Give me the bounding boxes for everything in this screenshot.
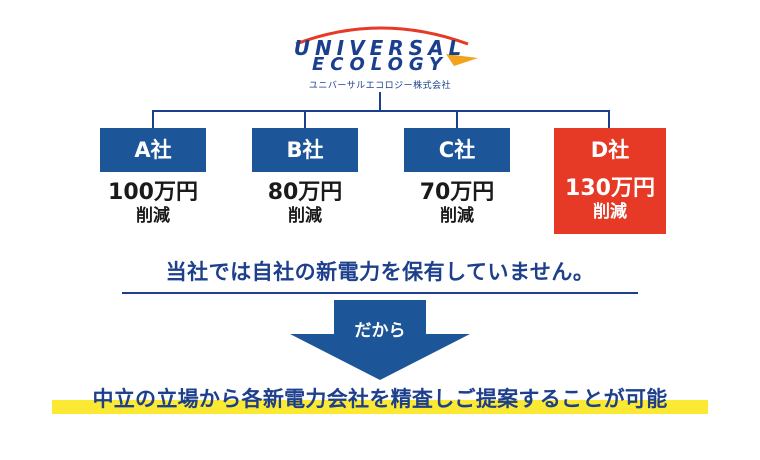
company-b-amount: 80万円 (267, 180, 343, 205)
conclusion-text: 中立の立場から各新電力会社を精査しご提案することが可能 (92, 387, 668, 411)
company-b-name: B社 (252, 128, 358, 172)
company-d-label: 削減 (593, 202, 627, 222)
company-a-amount: 100万円 (108, 180, 198, 205)
company-a-name: A社 (100, 128, 206, 172)
connector-trunk (379, 92, 381, 110)
company-a-label: 削減 (136, 206, 170, 226)
logo-arc-icon (295, 26, 478, 66)
company-a: A社 100万円 削減 (100, 128, 206, 226)
connector-b (304, 110, 306, 128)
company-logo: UNIVERSAL ECOLOGY ユニバーサルエコロジー株式会社 (268, 14, 492, 92)
company-d-name: D社 (554, 128, 666, 172)
logo-word-universal: UNIVERSAL (293, 36, 467, 60)
company-c-label: 削減 (440, 206, 474, 226)
connector-bar (152, 110, 610, 112)
down-arrow-icon (290, 300, 470, 380)
company-c: C社 70万円 削減 (404, 128, 510, 226)
statement-text: 当社では自社の新電力を保有していません。 (122, 256, 638, 294)
company-d: D社 130万円 削減 (554, 128, 666, 234)
company-d-amount: 130万円 (565, 176, 655, 201)
connector-c (456, 110, 458, 128)
logo-subtitle: ユニバーサルエコロジー株式会社 (308, 81, 452, 91)
logo-word-ecology: ECOLOGY (311, 54, 449, 75)
company-c-amount: 70万円 (419, 180, 495, 205)
conclusion-marker (52, 400, 708, 414)
company-b: B社 80万円 削減 (252, 128, 358, 226)
connector-d (608, 110, 610, 128)
company-c-name: C社 (404, 128, 510, 172)
arrow-label: だから (354, 321, 406, 341)
company-b-label: 削減 (288, 206, 322, 226)
connector-a (152, 110, 154, 128)
